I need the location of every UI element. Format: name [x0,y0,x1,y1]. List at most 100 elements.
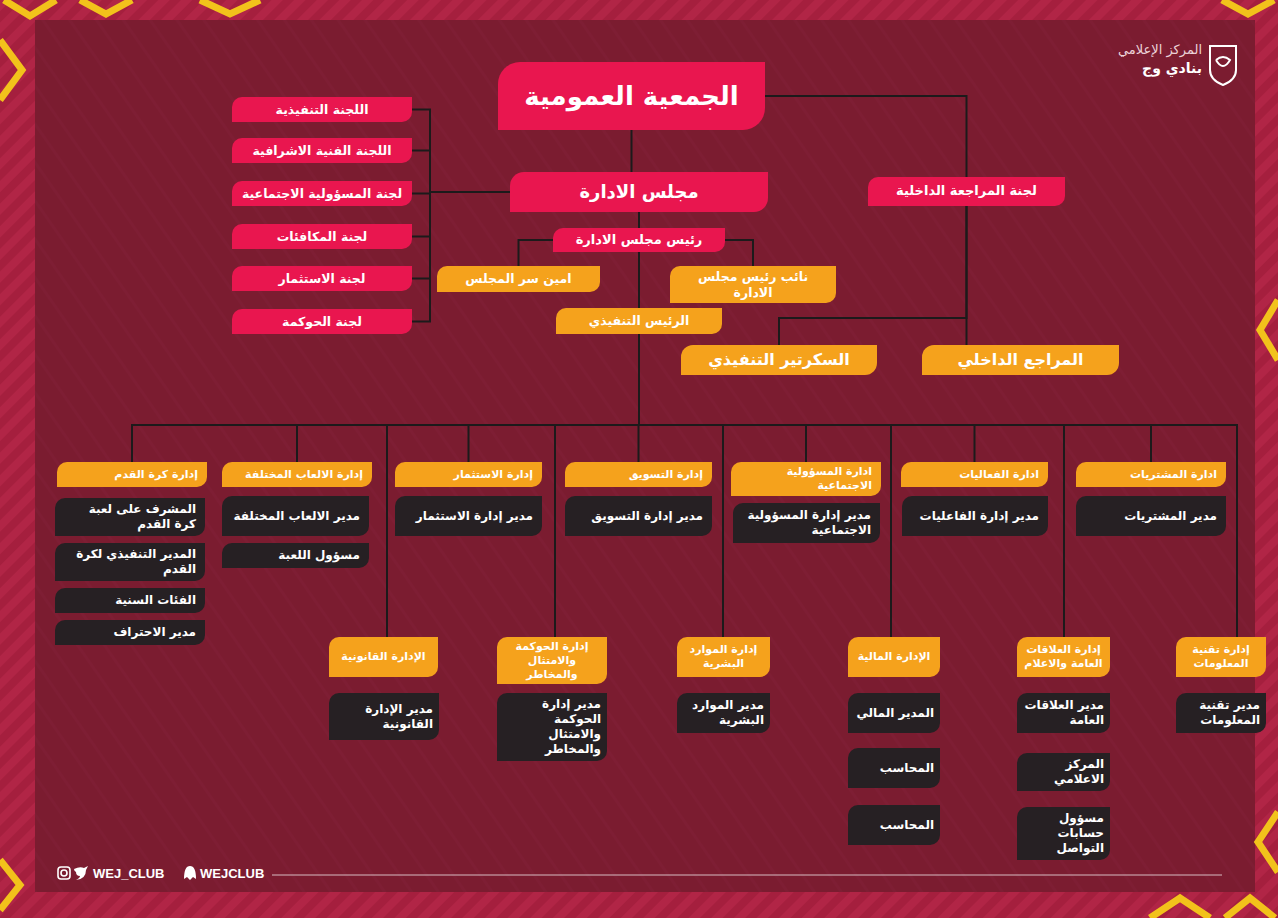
staff-box: مدير إدارة التسويق [565,496,712,536]
staff-box: مدير تقنية المعلومات [1176,693,1266,733]
officer-box: السكرتير التنفيذي [681,345,877,375]
box-label: لجنة الاستثمار [240,271,404,287]
department-box: ادارة المشتريات [1076,462,1226,487]
zigzag [1225,898,1275,918]
officer-box: امين سر المجلس [437,266,600,292]
box-label: مدير الاحتراف [64,625,196,640]
connector [412,192,510,237]
staff-box: مدير الموارد البشرية [677,693,770,733]
staff-box: المحاسب [848,805,940,845]
board-box: مجلس الادارة [510,172,768,212]
social-handle: WEJ_CLUB [93,866,165,881]
box-label: إدارة الموارد البشرية [683,643,764,671]
box-label: الرئيس التنفيذي [564,313,714,329]
box-label: مدير تقنية المعلومات [1182,698,1260,728]
box-label: نائب رئيس مجلس الادارة [678,269,828,300]
panel [35,20,1255,892]
box-label: إدارة الاستثمار [404,468,533,482]
box-label: مدير إدارة التسويق [574,509,703,524]
media-center-label: المركز الإعلامي [1118,42,1202,57]
department-box: إدارة الحوكمة والامتثال والمخاطر [497,637,607,684]
connector [725,240,753,266]
department-box: الإدارة القانونية [329,637,438,677]
box-label: اللجنة الفنية الاشرافية [240,143,404,159]
box-label: إدارة الحوكمة والامتثال والمخاطر [503,640,601,681]
box-label: الجمعية العمومية [506,80,757,113]
staff-box: مدير المشتريات [1076,496,1226,536]
committee-box: لجنة المسؤولية الاجتماعية [232,181,412,206]
box-label: مسؤول حسابات التواصل [1023,811,1104,856]
connector [639,334,1151,462]
club-logo-mark [1216,57,1230,66]
box-label: ادارة المشتريات [1085,468,1217,482]
box-label: لجنة المسؤولية الاجتماعية [240,186,404,202]
connector [638,252,640,308]
committee-box: اللجنة التنفيذية [232,97,412,122]
box-label: مدير الموارد البشرية [683,698,764,728]
box-label: مدير العلاقات العامة [1023,698,1104,728]
committee-box: لجنة الاستثمار [232,266,412,291]
staff-box: مدير إدارة الاستثمار [395,496,542,536]
department-box: الإدارة المالية [848,637,940,677]
box-label: إدارة العلاقات العامة والاعلام [1023,643,1104,671]
box-label: اللجنة التنفيذية [240,102,404,118]
twitter-icon [74,866,88,880]
committee-box: لجنة المكافئات [232,224,412,249]
box-label: المحاسب [854,761,934,776]
footer-rule [272,875,1222,876]
department-box: إدارة الاستثمار [395,462,542,487]
connector [469,334,640,462]
staff-box: مدير العلاقات العامة [1017,693,1110,733]
box-label: المدير المالي [854,706,934,721]
box-label: مدير الالعاب المختلفة [231,509,360,524]
officer-box: المراجع الداخلي [922,345,1119,375]
officer-box: نائب رئيس مجلس الادارة [670,266,836,303]
panel-pattern [35,20,1255,892]
connector [638,212,640,228]
zigzag [1150,898,1210,918]
box-label: الإدارة المالية [854,650,934,664]
department-box: إدارة تقنية المعلومات [1176,637,1266,677]
box-label: المشرف على لعبة كرة القدم [64,502,196,532]
department-box: إدارة الالعاب المختلفة [222,462,372,487]
box-label: مدير المشتريات [1085,509,1217,524]
staff-box: مدير إدارة الفاعليات [902,496,1048,536]
box-label: رئيس مجلس الادارة [561,232,717,248]
staff-box: المركز الاعلامي [1017,753,1110,791]
box-label: إدارة تقنية المعلومات [1182,643,1260,671]
box-label: مدير إدارة المسؤولية الاجتماعية [742,508,871,538]
board-role-box: رئيس مجلس الادارة [553,228,725,252]
box-label: ادارة الفعاليات [910,468,1039,482]
club-logo [1210,46,1236,85]
connector [765,96,967,177]
club-name-label: بنادي وج [1142,60,1202,76]
box-label: المحاسب [854,818,934,833]
box-label: امين سر المجلس [445,271,592,287]
connector [639,334,1237,637]
box-label: مدير إدارة الفاعليات [911,509,1039,524]
staff-box: المشرف على لعبة كرة القدم [55,498,205,536]
staff-box: مدير الالعاب المختلفة [222,496,369,536]
box-label: مدير إدارة الاستثمار [404,509,533,524]
zigzag [4,0,56,16]
box-label: الفئات السنية [64,593,196,608]
connector [132,334,639,462]
social-handle: WEJCLUB [200,866,264,881]
staff-box: مدير الاحتراف [55,620,205,645]
box-label: السكرتير التنفيذي [689,350,869,370]
box-label: لجنة المكافئات [240,229,404,245]
box-label: إدارة التسويق [574,468,703,482]
staff-box: المدير التنفيذي لكرة القدم [55,543,205,581]
department-box: إدارة الموارد البشرية [677,637,770,677]
zigzag [0,40,22,100]
connector [412,110,510,193]
box-label: مدير الإدارة القانونية [335,702,433,732]
zigzag [80,0,132,14]
staff-box: الفئات السنية [55,588,205,613]
staff-box: مسؤول حسابات التواصل [1017,807,1110,860]
box-label: لجنة الحوكمة [240,314,404,330]
zigzag [200,0,260,14]
connector [412,151,510,193]
department-box: إدارة التسويق [565,462,712,487]
staff-box: المدير المالي [848,693,940,733]
